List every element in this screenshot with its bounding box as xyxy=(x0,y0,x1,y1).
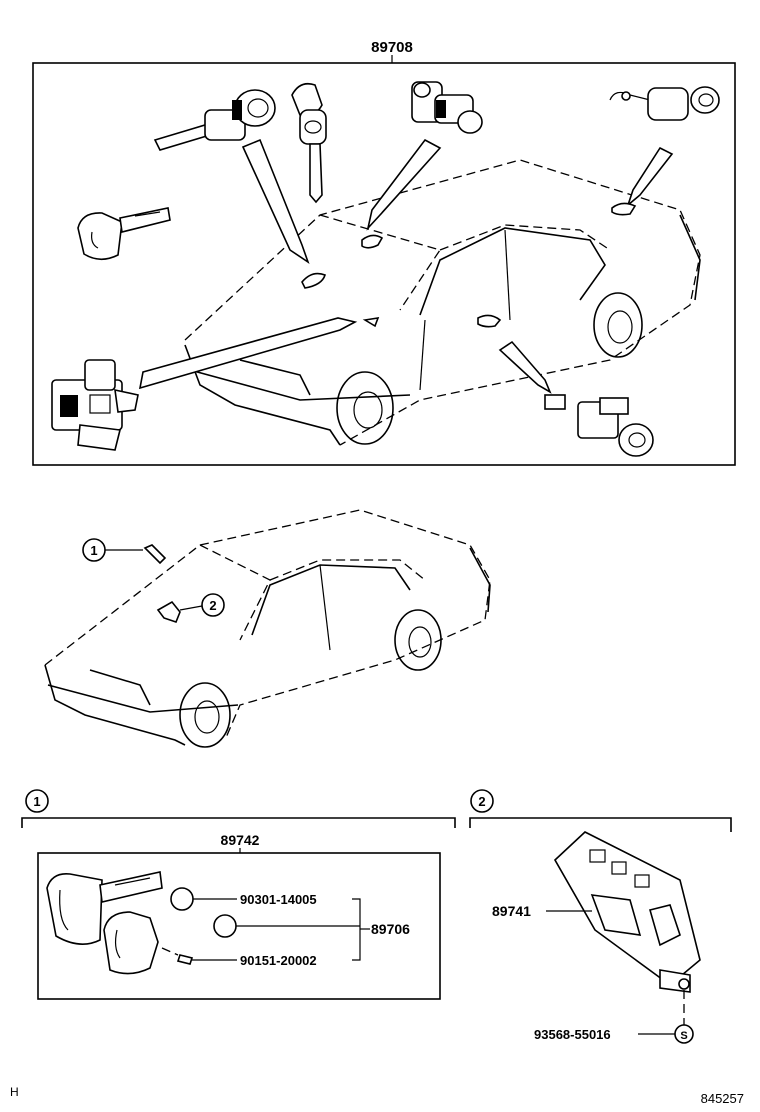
sub-key-icon xyxy=(77,207,171,261)
screw-icon xyxy=(161,947,194,965)
part-number-93568-55016: 93568-55016 xyxy=(534,1027,611,1042)
svg-text:S: S xyxy=(680,1030,687,1042)
location-arrows xyxy=(138,138,674,394)
svg-text:2: 2 xyxy=(478,794,485,809)
figure-id: 845257 xyxy=(701,1091,744,1106)
svg-text:2: 2 xyxy=(209,598,216,613)
door-control-receiver-icon xyxy=(553,831,701,993)
part-number-89741: 89741 xyxy=(492,903,531,919)
svg-text:1: 1 xyxy=(90,543,97,558)
glove-box-lock xyxy=(51,359,139,451)
callout-1: 1 xyxy=(82,538,143,562)
svg-text:1: 1 xyxy=(33,794,40,809)
part-number-90301-14005: 90301-14005 xyxy=(240,892,317,907)
door-lock-cylinder-front xyxy=(411,81,483,134)
assembly-number-89708: 89708 xyxy=(371,39,413,56)
assembly-number-89742: 89742 xyxy=(221,832,260,848)
part-number-89706: 89706 xyxy=(371,921,410,937)
part-number-90151-20002: 90151-20002 xyxy=(240,953,317,968)
door-lock-cylinder-rear xyxy=(544,394,654,457)
car-outline-small xyxy=(44,509,491,748)
lock-cylinder-set-assembly: 89708 xyxy=(32,39,736,466)
section-1-key-assembly: 1 89742 90301-14005 90151-20002 89706 xyxy=(21,789,456,1000)
master-key-icon xyxy=(291,82,327,204)
section-2-receiver: 2 89741 S 93568-55016 xyxy=(469,789,732,1044)
callout-2: 2 xyxy=(179,593,225,617)
ignition-lock-cylinder xyxy=(153,89,276,151)
corner-letter: H xyxy=(10,1085,19,1099)
trunk-lock-cylinder xyxy=(609,86,720,121)
